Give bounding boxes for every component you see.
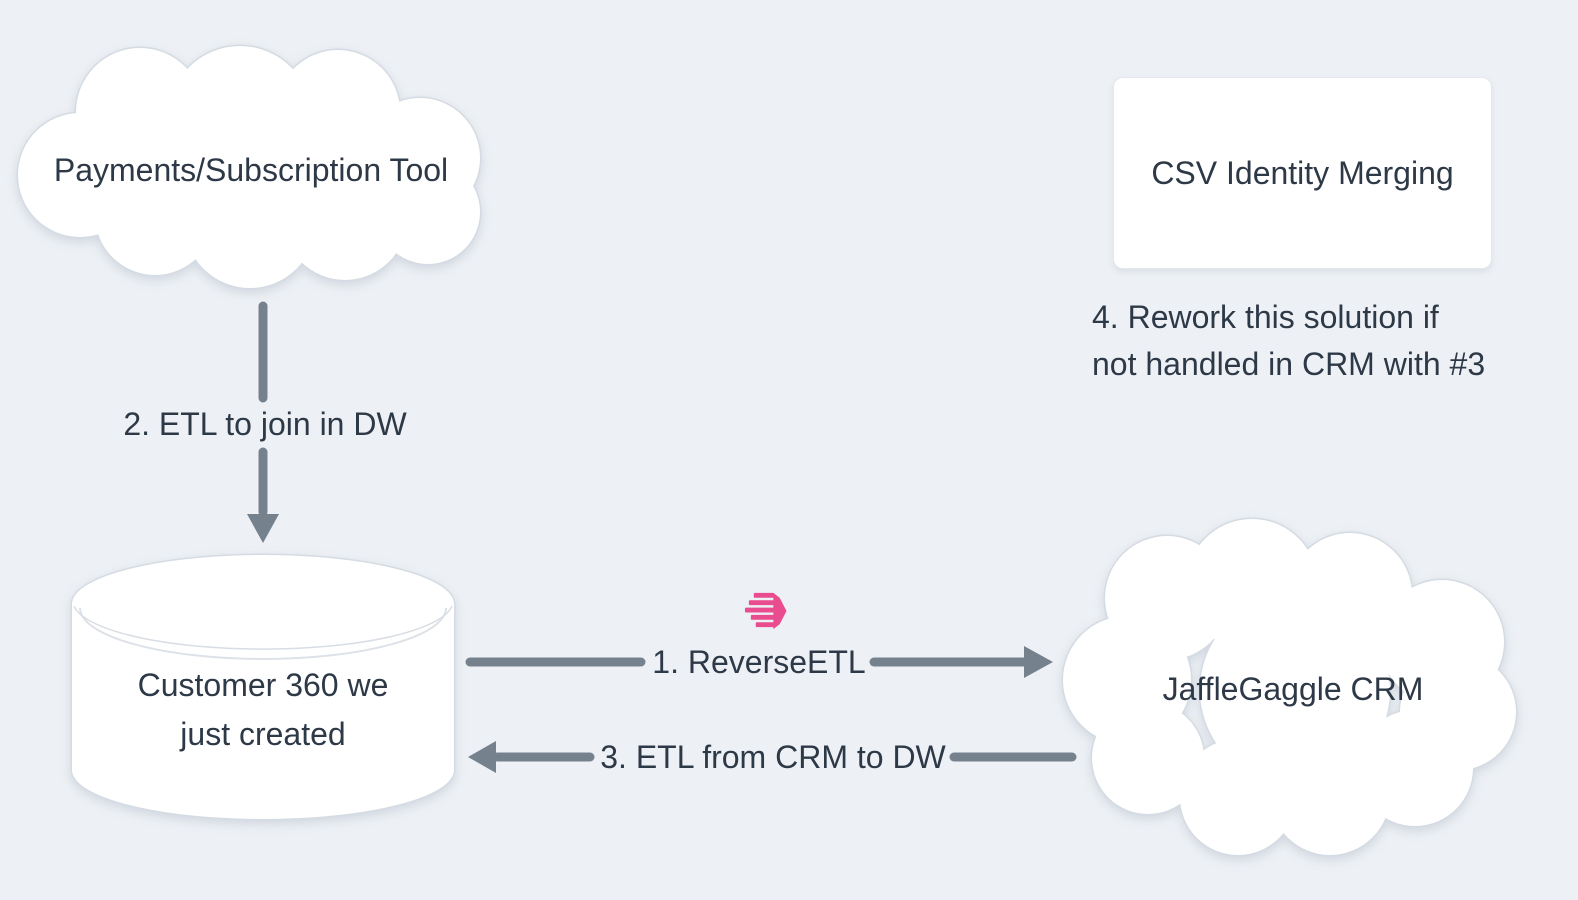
arrow-etl-from-crm-head xyxy=(468,741,496,773)
arrow-reverse-etl xyxy=(465,646,1053,678)
edge-label-etl-join: 2. ETL to join in DW xyxy=(123,406,407,442)
warehouse-db-label: Customer 360 we just created xyxy=(137,667,389,752)
edge-label-reverse-etl: 1. ReverseETL xyxy=(652,644,866,680)
rework-note: 4. Rework this solution if not handled i… xyxy=(1092,299,1486,382)
csv-card-label: CSV Identity Merging xyxy=(1151,155,1454,191)
csv-identity-merging-card: CSV Identity Merging xyxy=(1113,77,1492,269)
arrow-etl-join xyxy=(247,301,279,543)
cylinder-rim-line xyxy=(73,605,453,650)
crm-cloud-label: JaffleGaggle CRM xyxy=(1162,670,1424,707)
payments-cloud-label: Payments/Subscription Tool xyxy=(53,152,449,188)
hightouch-logo-icon xyxy=(744,592,787,630)
cylinder-rim-shading xyxy=(79,607,447,660)
edge-label-etl-from-crm: 3. ETL from CRM to DW xyxy=(600,739,946,775)
arrow-reverse-etl-head xyxy=(1024,646,1053,678)
arrow-etl-from-crm xyxy=(468,741,1077,773)
database-cylinder-shape xyxy=(70,553,456,821)
arrow-etl-join-head xyxy=(247,514,279,543)
